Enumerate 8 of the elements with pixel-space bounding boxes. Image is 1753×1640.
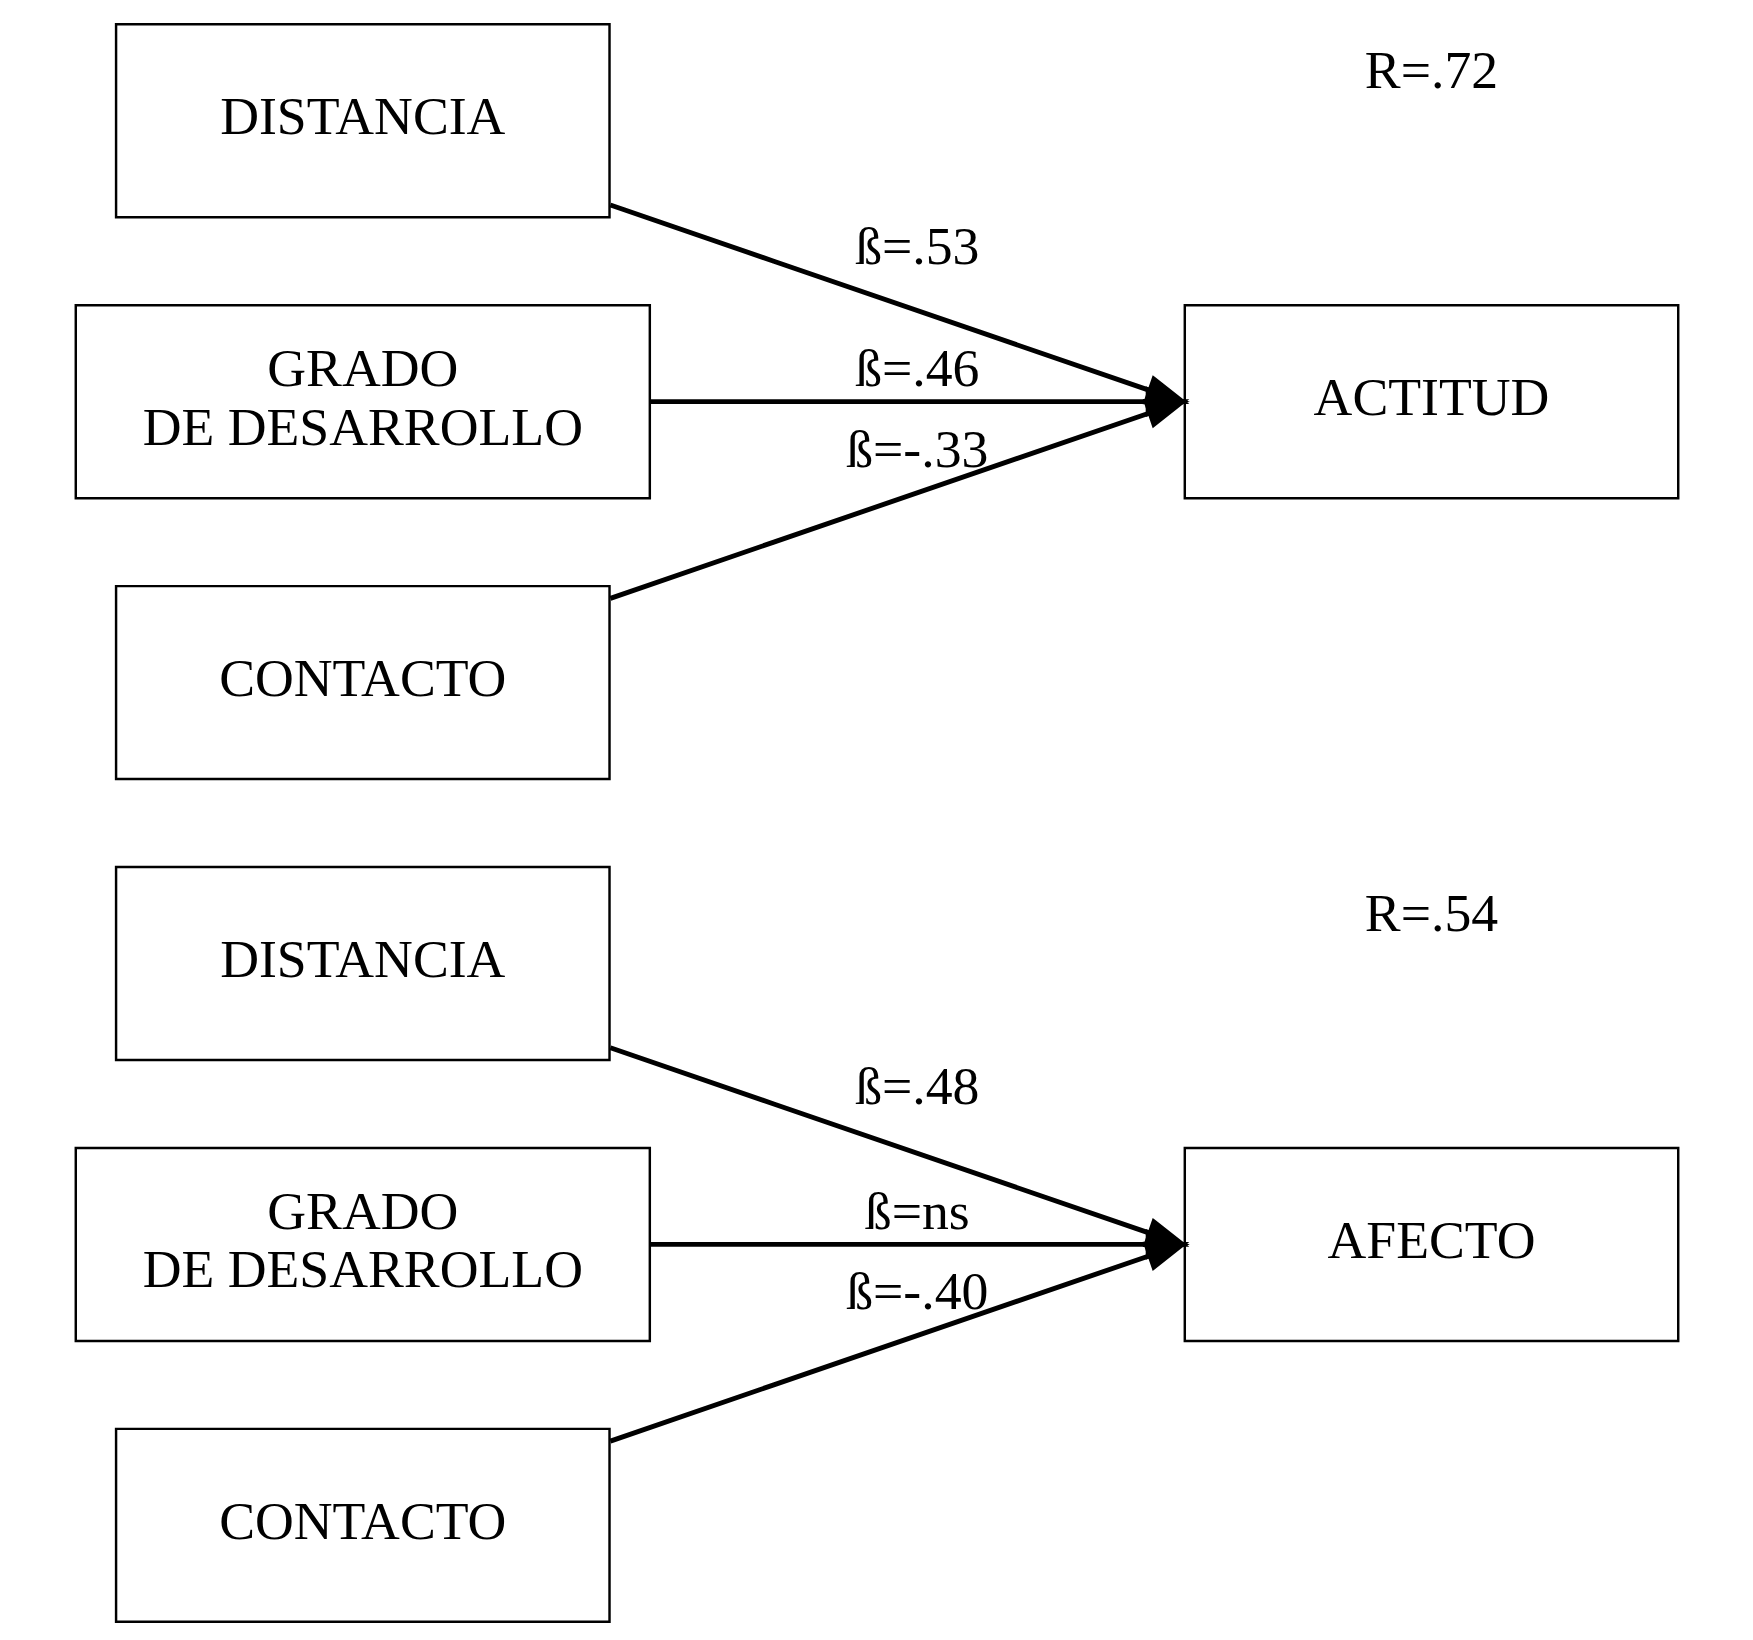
edge-label: ß=-.33	[845, 418, 988, 479]
edge-label: ß=.53	[854, 215, 979, 276]
label: R=.54	[1364, 882, 1498, 943]
edge-label: ß=-.40	[845, 1261, 988, 1322]
label: R=.72	[1364, 40, 1498, 101]
edge-label: ß=ns	[864, 1180, 970, 1241]
edge-label: ß=.48	[854, 1056, 979, 1117]
edge-label: ß=.46	[854, 338, 979, 399]
